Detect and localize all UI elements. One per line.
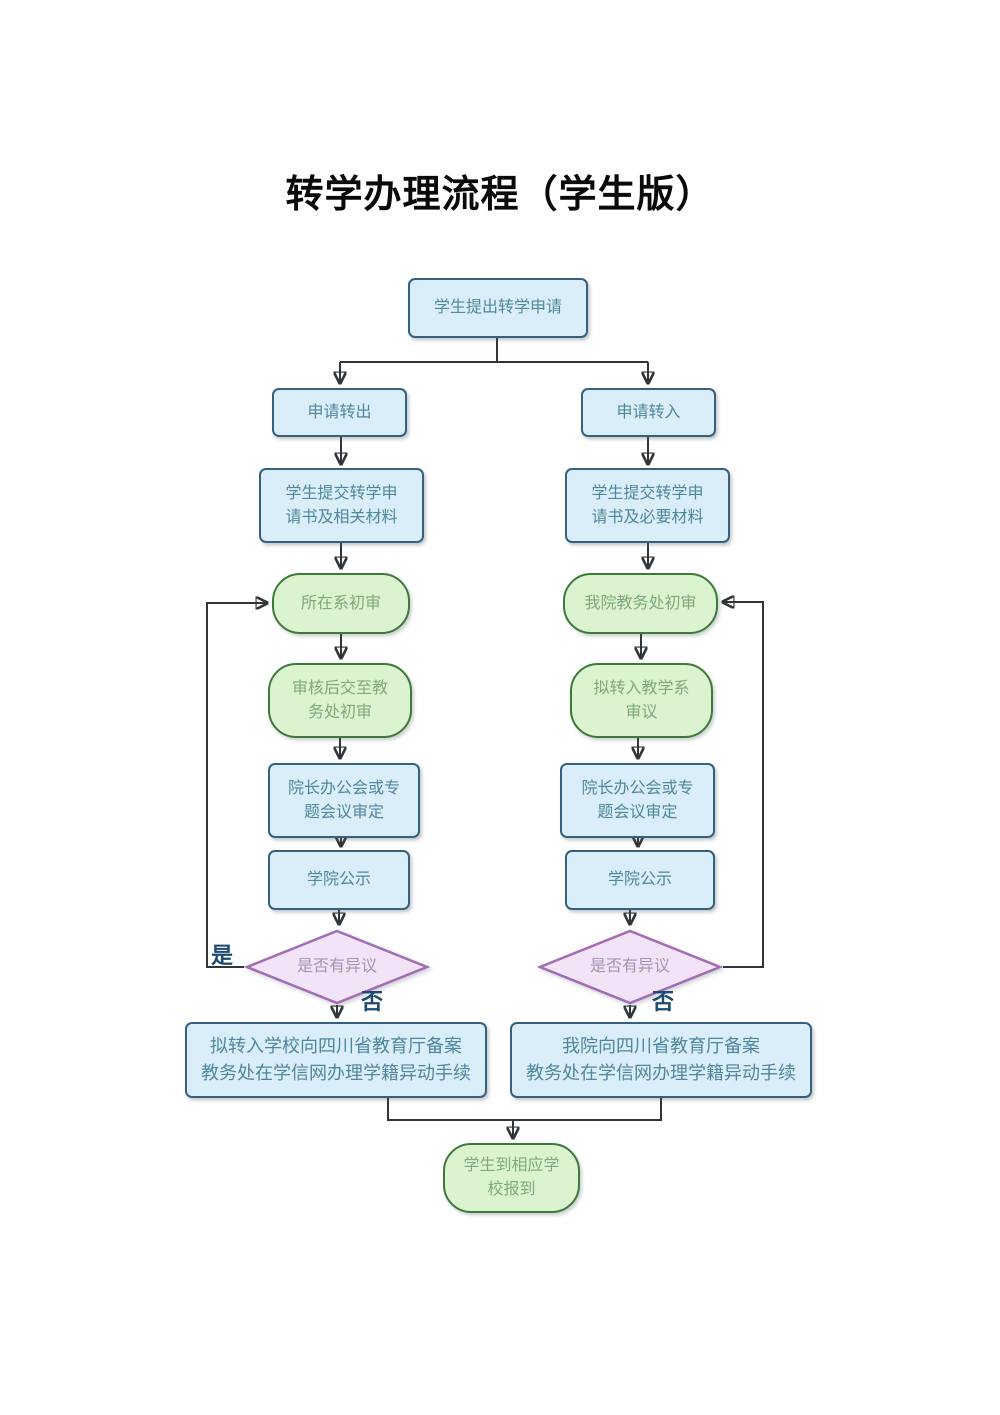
node-submit-out: 学生提交转学申 请书及相关材料: [259, 468, 424, 543]
diamond-shape: [536, 929, 724, 1005]
edge-label-no-right: 否: [652, 989, 675, 1014]
node-report: 学生到相应学 校报到: [443, 1143, 580, 1213]
node-label: 拟转入学校向四川省教育厅备案 教务处在学信网办理学籍异动手续: [201, 1036, 471, 1083]
node-label: 审核后交至教 务处初审: [291, 679, 388, 721]
node-apply-out: 申请转出: [272, 388, 407, 437]
node-target-dept-review: 拟转入教学系 审议: [570, 663, 713, 738]
node-label: 拟转入教学系 审议: [593, 679, 690, 721]
node-record-out: 拟转入学校向四川省教育厅备案 教务处在学信网办理学籍异动手续: [185, 1022, 487, 1098]
node-submit-in: 学生提交转学申 请书及必要材料: [565, 468, 730, 543]
node-label: 学生提交转学申 请书及必要材料: [591, 484, 704, 526]
node-label: 是否有异议: [296, 958, 377, 975]
node-forward-to-office: 审核后交至教 务处初审: [268, 663, 412, 738]
node-label: 学生提交转学申 请书及相关材料: [285, 484, 398, 526]
node-label: 学生提出转学申请: [433, 299, 562, 316]
node-apply-in: 申请转入: [581, 388, 716, 437]
node-label: 学院公示: [607, 871, 672, 888]
node-publicity-in: 学院公示: [565, 850, 715, 910]
edge-label-no-left: 否: [361, 989, 384, 1014]
node-label: 学生到相应学 校报到: [463, 1157, 560, 1198]
node-objection-out: 是否有异议: [243, 929, 431, 1005]
edge-label-yes-left: 是: [211, 943, 234, 968]
node-dean-meeting-in: 院长办公会或专 题会议审定: [560, 763, 715, 838]
node-label: 院长办公会或专 题会议审定: [287, 779, 400, 821]
node-publicity-out: 学院公示: [268, 850, 410, 910]
node-label: 学院公示: [306, 871, 371, 888]
node-label: 所在系初审: [300, 594, 381, 612]
node-label: 申请转入: [616, 403, 681, 421]
node-label: 我院教务处初审: [584, 594, 697, 612]
node-objection-in: 是否有异议: [536, 929, 724, 1005]
node-record-in: 我院向四川省教育厅备案 教务处在学信网办理学籍异动手续: [510, 1022, 812, 1098]
node-office-first-review: 我院教务处初审: [563, 573, 718, 634]
node-label: 院长办公会或专 题会议审定: [581, 779, 694, 821]
diamond-shape: [243, 929, 431, 1005]
node-start: 学生提出转学申请: [408, 278, 588, 338]
node-label: 申请转出: [307, 403, 372, 421]
node-dept-first-review: 所在系初审: [272, 573, 410, 634]
node-label: 是否有异议: [589, 958, 670, 975]
node-dean-meeting-out: 院长办公会或专 题会议审定: [268, 763, 420, 838]
node-label: 我院向四川省教育厅备案 教务处在学信网办理学籍异动手续: [526, 1036, 796, 1083]
page-title: 转学办理流程（学生版）: [285, 174, 715, 216]
